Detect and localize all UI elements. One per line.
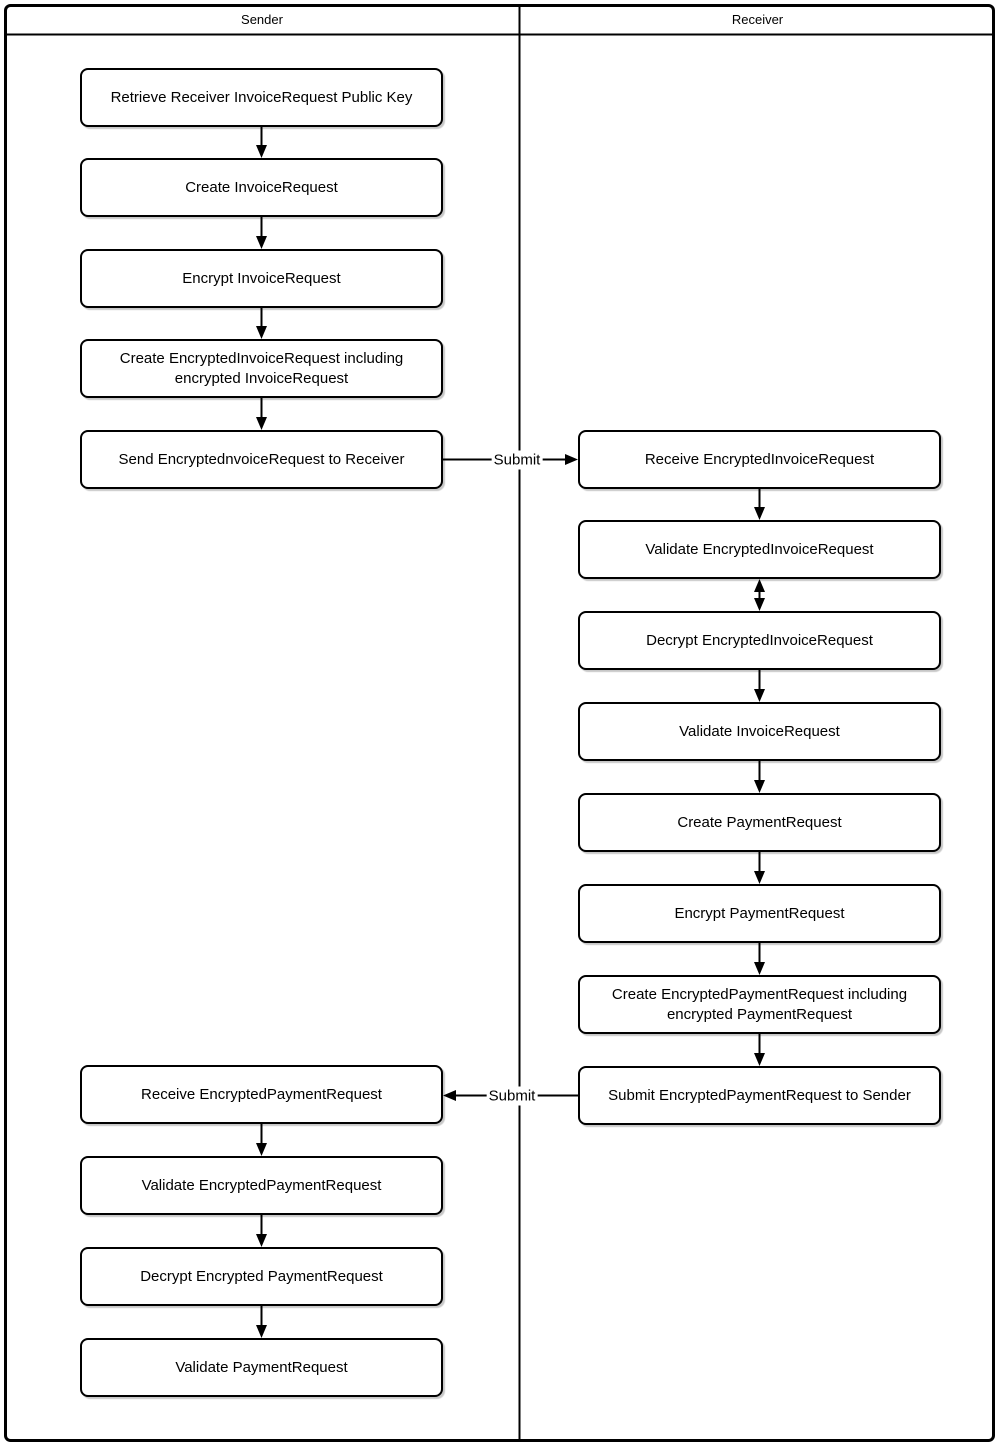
node-label: Receive EncryptedPaymentRequest (141, 1085, 382, 1103)
sender-flow-arrows (256, 127, 267, 1338)
node-create-paymentrequest: Create PaymentRequest (578, 793, 941, 852)
node-validate-encryptedinvoicerequest: Validate EncryptedInvoiceRequest (578, 520, 941, 579)
node-receive-encryptedpaymentrequest: Receive EncryptedPaymentRequest (80, 1065, 443, 1124)
node-create-invoicerequest: Create InvoiceRequest (80, 158, 443, 217)
node-label: Encrypt InvoiceRequest (182, 269, 341, 287)
node-label: Create EncryptedPaymentRequest including… (611, 985, 908, 1023)
node-label: Submit EncryptedPaymentRequest to Sender (608, 1086, 911, 1104)
node-retrieve-receiver-invoicerequest-public-key: Retrieve Receiver InvoiceRequest Public … (80, 68, 443, 127)
node-label: Create EncryptedInvoiceRequest including… (119, 349, 404, 387)
node-label: Decrypt Encrypted PaymentRequest (140, 1267, 383, 1285)
node-decrypt-encrypted-paymentrequest: Decrypt Encrypted PaymentRequest (80, 1247, 443, 1306)
node-validate-invoicerequest: Validate InvoiceRequest (578, 702, 941, 761)
node-submit-encryptedpaymentrequest: Submit EncryptedPaymentRequest to Sender (578, 1066, 941, 1125)
node-label: Validate PaymentRequest (175, 1358, 348, 1376)
node-label: Send EncryptednvoiceRequest to Receiver (118, 450, 405, 468)
node-label: Retrieve Receiver InvoiceRequest Public … (110, 88, 413, 106)
lane-header-sender: Sender (241, 12, 283, 27)
node-label: Validate EncryptedInvoiceRequest (645, 540, 874, 558)
node-encrypt-invoicerequest: Encrypt InvoiceRequest (80, 249, 443, 308)
node-create-encryptedinvoicerequest: Create EncryptedInvoiceRequest including… (80, 339, 443, 398)
submit-invoice-edge-label: Submit (491, 450, 543, 470)
lane-header-receiver: Receiver (731, 12, 784, 27)
receiver-flow-arrows (754, 489, 765, 1066)
submit-payment-edge-label: Submit (486, 1086, 538, 1106)
node-label: Receive EncryptedInvoiceRequest (644, 450, 875, 468)
node-encrypt-paymentrequest: Encrypt PaymentRequest (578, 884, 941, 943)
node-label: Create PaymentRequest (677, 813, 842, 831)
node-label: Encrypt PaymentRequest (674, 904, 845, 922)
node-label: Validate EncryptedPaymentRequest (141, 1176, 382, 1194)
node-create-encryptedpaymentrequest: Create EncryptedPaymentRequest including… (578, 975, 941, 1034)
node-label: Decrypt EncryptedInvoiceRequest (646, 631, 873, 649)
node-receive-encryptedinvoicerequest: Receive EncryptedInvoiceRequest (578, 430, 941, 489)
node-label: Validate InvoiceRequest (679, 722, 840, 740)
node-validate-paymentrequest: Validate PaymentRequest (80, 1338, 443, 1397)
node-send-encryptedinvoicerequest: Send EncryptednvoiceRequest to Receiver (80, 430, 443, 489)
node-label: Create InvoiceRequest (185, 178, 338, 196)
node-validate-encryptedpaymentrequest: Validate EncryptedPaymentRequest (80, 1156, 443, 1215)
node-decrypt-encryptedinvoicerequest: Decrypt EncryptedInvoiceRequest (578, 611, 941, 670)
swimlane-frame (4, 4, 995, 1442)
